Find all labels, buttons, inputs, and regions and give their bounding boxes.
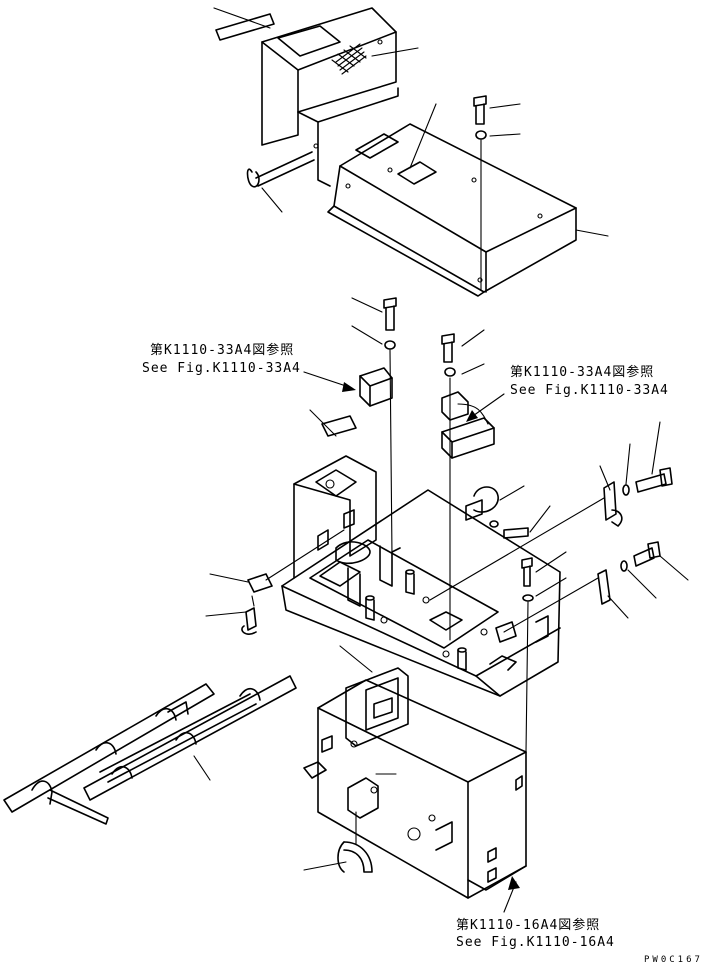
- relay-left: [351, 297, 397, 557]
- box-bolt: [473, 95, 521, 291]
- drawing-code: PW0C167: [644, 955, 703, 965]
- u-clip: [303, 811, 373, 873]
- arrowhead-left: [342, 382, 356, 392]
- posts: [365, 569, 488, 671]
- plate-bracket: [293, 409, 377, 579]
- cable-clamp: [465, 485, 551, 539]
- ref-upper-right-line1: 第K1110-33A4図参照: [510, 364, 654, 380]
- right-clamps: [429, 421, 689, 753]
- leader-cover: [371, 47, 419, 57]
- u-brackets: [347, 545, 549, 671]
- arrowhead-right: [466, 410, 478, 422]
- wire-harness: [3, 675, 297, 825]
- relay-right: [441, 329, 495, 641]
- label-plate: [215, 13, 275, 41]
- arrow-ref-right: [469, 393, 505, 419]
- ref-upper-left-line2: See Fig.K1110-33A4: [142, 361, 301, 376]
- ref-upper-right-line2: See Fig.K1110-33A4: [510, 383, 669, 398]
- ref-bottom-line1: 第K1110-16A4図参照: [456, 917, 600, 933]
- left-bracket-bolt: [205, 529, 345, 635]
- vent-grid: [331, 43, 367, 75]
- leader-label: [213, 7, 271, 29]
- arrowhead-bottom: [508, 876, 520, 890]
- main-box: [327, 103, 609, 297]
- ref-bottom-line2: See Fig.K1110-16A4: [456, 935, 615, 950]
- ref-upper-left-line1: 第K1110-33A4図参照: [150, 342, 294, 358]
- wing-bolt: [246, 151, 315, 213]
- base-plate: [281, 489, 561, 697]
- upper-cover: [261, 7, 399, 187]
- lower-cabinet: [303, 667, 527, 899]
